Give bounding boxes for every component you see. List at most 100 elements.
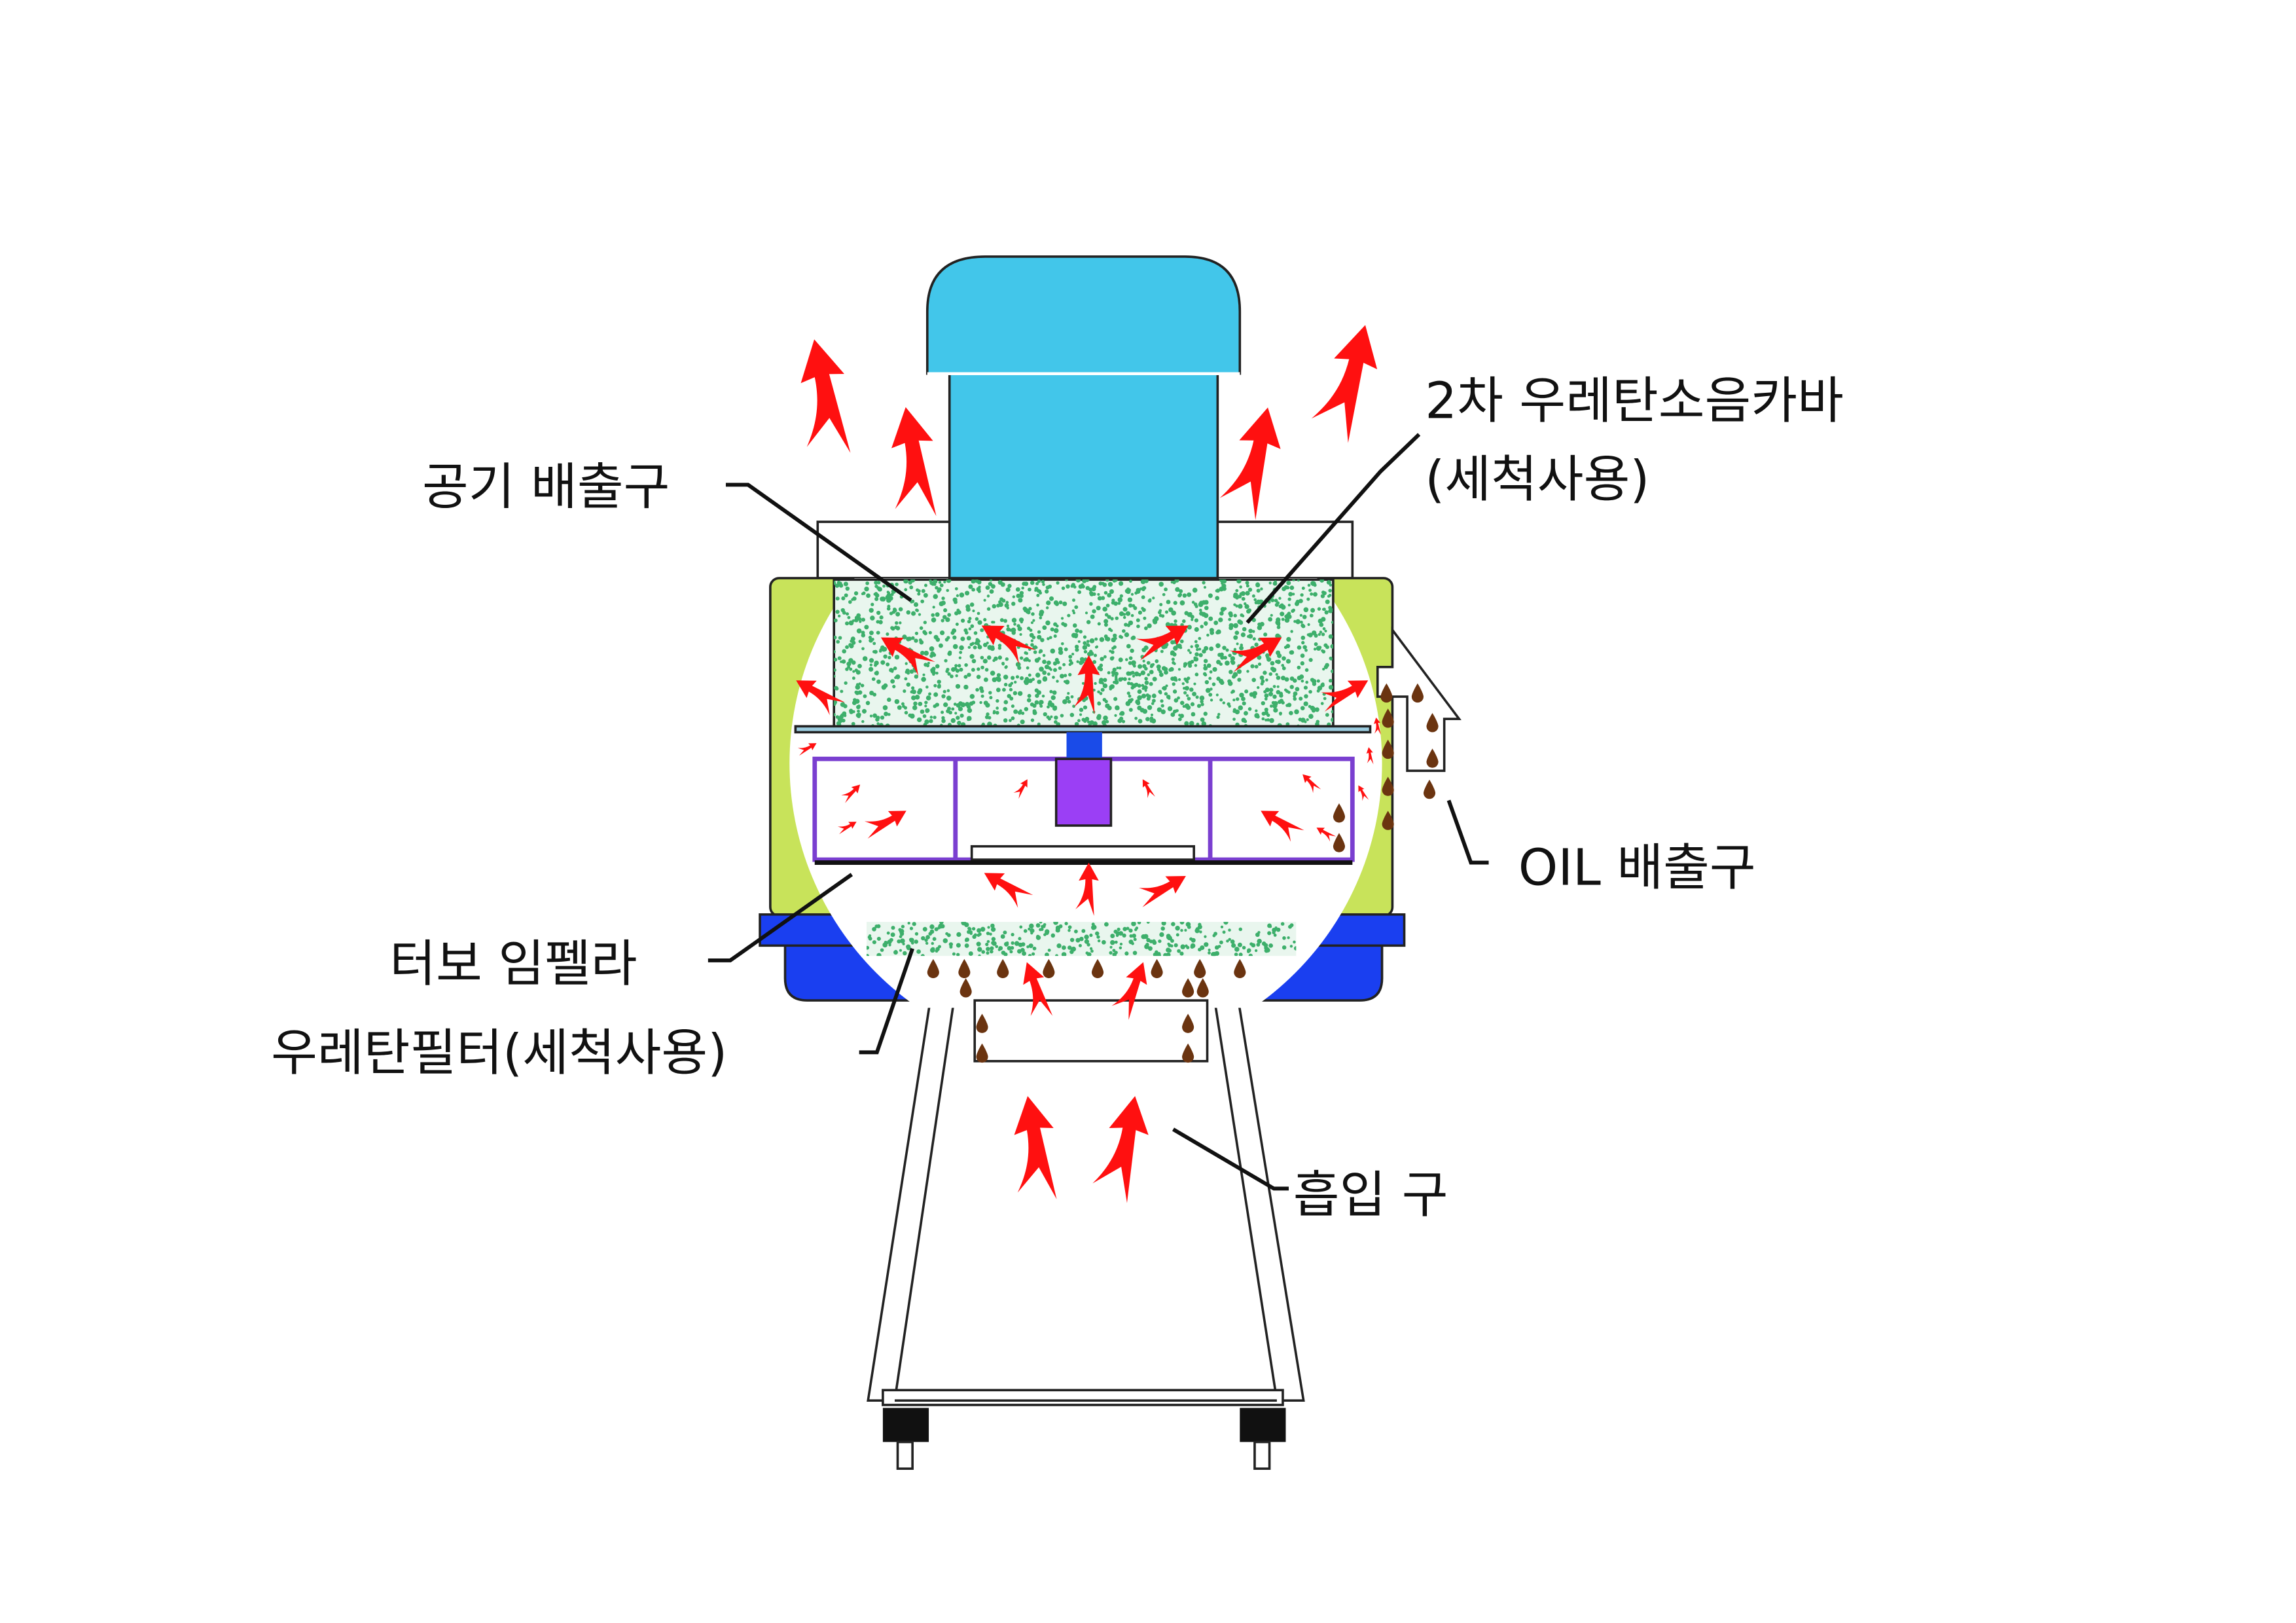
- filter-dot: [1042, 676, 1048, 682]
- filter-dot: [1265, 678, 1268, 682]
- filter-dot: [1064, 922, 1068, 926]
- filter-dot: [1170, 581, 1174, 584]
- filter-dot: [946, 695, 952, 701]
- filter-dot: [878, 620, 883, 625]
- filter-dot: [876, 610, 881, 615]
- filter-dot: [1277, 653, 1282, 659]
- filter-dot: [858, 682, 861, 685]
- filter-dot: [1047, 717, 1051, 721]
- filter-dot: [910, 599, 915, 604]
- filter-dot: [1122, 607, 1128, 612]
- filter-dot: [1050, 715, 1053, 718]
- filter-dot: [1214, 945, 1219, 950]
- filter-dot: [1278, 596, 1282, 600]
- filter-dot: [1228, 938, 1231, 941]
- filter-dot: [968, 617, 972, 621]
- filter-dot: [988, 691, 992, 695]
- filter-dot: [955, 684, 961, 689]
- filter-dot: [1011, 716, 1015, 720]
- filter-dot: [1156, 664, 1161, 669]
- filter-dot: [992, 710, 996, 713]
- filter-dot: [1170, 712, 1175, 718]
- filter-dot: [954, 664, 958, 668]
- filter-dot: [1206, 663, 1211, 668]
- filter-dot: [1280, 603, 1284, 608]
- filter-dot: [1027, 627, 1031, 630]
- filter-dot: [1198, 600, 1204, 606]
- filter-dot: [1072, 598, 1076, 602]
- filter-dot: [987, 926, 990, 929]
- filter-dot: [1159, 672, 1164, 677]
- filter-dot: [1259, 675, 1265, 680]
- filter-dot: [1187, 592, 1192, 597]
- filter-dot: [1074, 632, 1079, 638]
- filter-dot: [1039, 922, 1043, 924]
- filter-dot: [1198, 647, 1202, 651]
- filter-dot: [894, 949, 897, 953]
- filter-dot: [1279, 691, 1283, 696]
- airflow-arrow-icon: [785, 335, 861, 462]
- filter-dot: [1175, 926, 1180, 931]
- filter-dot: [841, 718, 846, 723]
- filter-dot: [1215, 693, 1219, 697]
- filter-dot: [949, 945, 953, 949]
- filter-dot: [1103, 623, 1108, 627]
- filter-dot: [1075, 644, 1079, 649]
- filter-dot: [938, 581, 942, 584]
- filter-dot: [1209, 646, 1214, 651]
- filter-dot: [1238, 705, 1244, 710]
- filter-dot: [1240, 644, 1244, 647]
- filter-dot: [1003, 674, 1009, 680]
- filter-dot: [1294, 709, 1299, 714]
- filter-dot: [1238, 953, 1243, 957]
- filter-dot: [1086, 943, 1090, 947]
- filter-dot: [1091, 922, 1095, 926]
- filter-dot: [1085, 579, 1090, 583]
- filter-dot: [950, 718, 956, 723]
- filter-dot: [1158, 939, 1162, 943]
- filter-dot: [1132, 674, 1136, 678]
- filter-dot: [974, 641, 978, 646]
- filter-dot: [1039, 928, 1042, 932]
- filter-dot: [911, 611, 916, 616]
- filter-dot: [992, 621, 996, 624]
- filter-dot: [1233, 635, 1238, 640]
- filter-dot: [935, 586, 939, 590]
- filter-dot: [990, 946, 994, 951]
- filter-dot: [919, 640, 923, 644]
- filter-dot: [890, 679, 895, 684]
- filter-dot: [948, 650, 952, 655]
- filter-dot: [944, 659, 948, 663]
- filter-dot: [1331, 717, 1333, 723]
- filter-dot: [1119, 712, 1122, 716]
- filter-dot: [891, 627, 894, 630]
- filter-dot: [1054, 720, 1058, 724]
- filter-dot: [1195, 695, 1199, 699]
- filter-dot: [886, 632, 889, 636]
- filter-dot: [1087, 644, 1090, 647]
- filter-dot: [880, 596, 885, 602]
- filter-dot: [1247, 707, 1252, 711]
- filter-dot: [838, 614, 841, 618]
- filter-dot: [1159, 932, 1164, 938]
- filter-dot: [866, 593, 871, 598]
- filter-dot: [1141, 693, 1147, 699]
- filter-dot: [1119, 634, 1122, 639]
- filter-dot: [1095, 931, 1100, 936]
- filter-dot: [855, 670, 861, 675]
- filter-dot: [989, 696, 993, 700]
- filter-dot: [1278, 712, 1282, 716]
- filter-dot: [1247, 634, 1250, 638]
- filter-dot: [964, 943, 969, 948]
- filter-dot: [988, 581, 992, 587]
- filter-dot: [1147, 673, 1151, 676]
- filter-dot: [1068, 655, 1073, 659]
- filter-dot: [971, 659, 977, 664]
- filter-dot: [942, 615, 947, 619]
- filter-dot: [1126, 681, 1131, 685]
- filter-dot: [847, 615, 851, 619]
- filter-dot: [1282, 666, 1286, 670]
- filter-dot: [1248, 953, 1253, 957]
- filter-dot: [1179, 600, 1185, 606]
- filter-dot: [1081, 583, 1085, 587]
